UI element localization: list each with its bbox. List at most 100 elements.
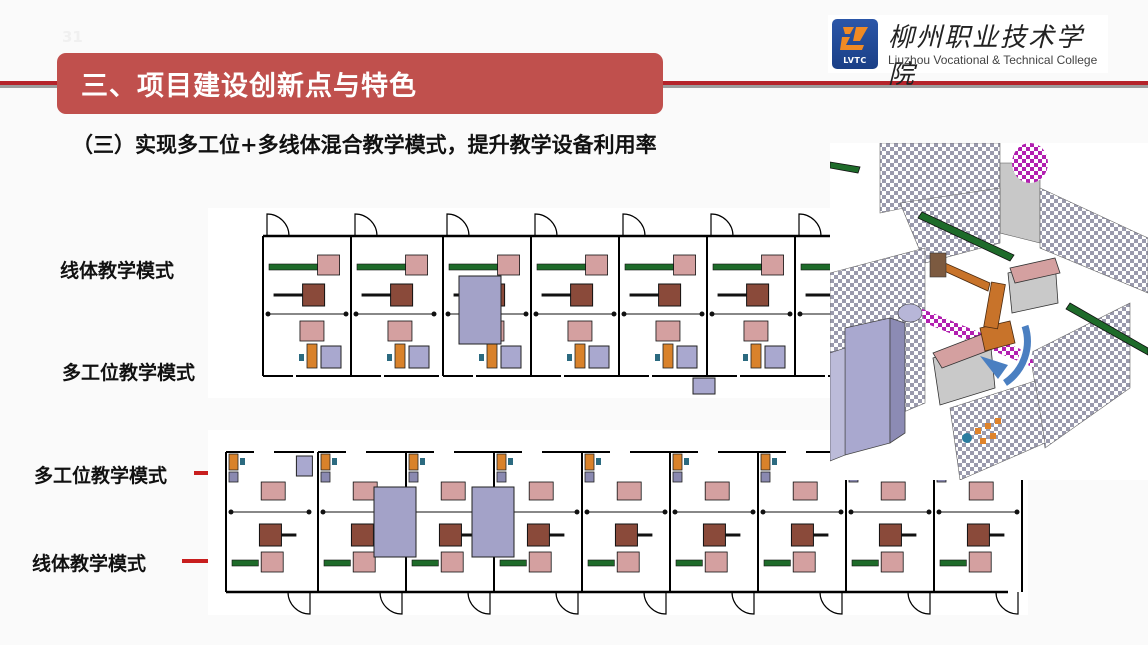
rail-end: [797, 311, 803, 317]
door-icon: [446, 213, 470, 237]
pendant-box: [760, 471, 771, 483]
robot-base: [258, 523, 282, 547]
control-cabinet-side: [889, 317, 906, 444]
workstation-table: [655, 320, 681, 342]
pendant-box: [584, 471, 595, 483]
cabinet: [408, 345, 430, 369]
door-icon: [798, 213, 822, 237]
robot-base: [390, 283, 414, 307]
isometric-workcell-view: [830, 143, 1148, 480]
rail-end: [621, 311, 627, 317]
rail-end: [265, 311, 271, 317]
workstation-table: [317, 254, 340, 276]
door-icon: [622, 213, 646, 237]
workstation-table: [299, 320, 325, 342]
workstation-table: [387, 320, 413, 342]
workstation-table: [497, 254, 520, 276]
workstation-table: [880, 481, 906, 501]
workstation-table: [616, 551, 640, 573]
workstation-table: [585, 254, 608, 276]
controller: [408, 453, 419, 471]
cabinet: [764, 345, 786, 369]
conveyor: [712, 263, 762, 271]
robot-base: [302, 283, 326, 307]
rail-end: [848, 509, 854, 515]
pendant: [508, 458, 513, 465]
section-header-bar: 三、项目建设创新点与特色: [57, 53, 663, 114]
lvtc-badge: LVTC: [832, 19, 878, 69]
cnc-machine: [458, 275, 502, 345]
conveyor: [917, 211, 1015, 262]
page-number: 31: [62, 28, 83, 46]
door-icon: [287, 591, 311, 615]
rail-end: [611, 311, 617, 317]
lvtc-mark-icon: [840, 27, 868, 50]
pendant-box: [228, 471, 239, 483]
conveyor: [323, 559, 351, 567]
conveyor: [268, 263, 318, 271]
controller: [760, 453, 771, 471]
workstation-table: [260, 551, 284, 573]
pendant: [684, 458, 689, 465]
door-icon: [710, 213, 734, 237]
workstation-table: [405, 254, 428, 276]
top-floor-plan-drawing: [262, 213, 832, 395]
conveyor: [587, 559, 615, 567]
workstation-table: [528, 551, 552, 573]
rotation-arrow-head: [980, 356, 1008, 379]
pendant: [420, 458, 425, 465]
top-floor-plan: [208, 208, 832, 398]
pendant: [567, 354, 572, 361]
rotation-arrow-icon: [1002, 324, 1031, 386]
cabinet: [692, 377, 716, 395]
cabinet: [676, 345, 698, 369]
conveyor: [356, 263, 406, 271]
rail-end: [228, 509, 234, 515]
rail-end: [523, 311, 529, 317]
controller: [394, 343, 406, 369]
pendant: [299, 354, 304, 361]
cabinet: [295, 455, 313, 477]
workbench-top: [1009, 257, 1061, 284]
door-icon: [467, 591, 491, 615]
workstation-table: [260, 481, 286, 501]
label-line-mode-top: 线体教学模式: [60, 260, 175, 282]
pendant: [743, 354, 748, 361]
rail-end: [709, 311, 715, 317]
cnc-machine: [373, 486, 417, 558]
rail-end: [533, 311, 539, 317]
workstation-table: [704, 481, 730, 501]
control-cabinet: [844, 317, 891, 456]
conveyor: [675, 559, 703, 567]
door-icon: [354, 213, 378, 237]
pendant-box: [320, 471, 331, 483]
conveyor: [830, 161, 861, 174]
rail-end: [672, 509, 678, 515]
pendant: [479, 354, 484, 361]
pendant: [240, 458, 245, 465]
workstation-table: [528, 481, 554, 501]
robot-base: [658, 283, 682, 307]
conveyor: [624, 263, 674, 271]
pendant-box: [496, 471, 507, 483]
pendant: [596, 458, 601, 465]
rail-end: [445, 311, 451, 317]
cabinet: [588, 345, 610, 369]
robot-base: [614, 523, 638, 547]
fence-panel: [1029, 302, 1131, 449]
label-multi-station-bottom: 多工位教学模式: [34, 465, 168, 487]
college-name-en: Liuzhou Vocational & Technical College: [888, 53, 1098, 67]
controller: [496, 453, 507, 471]
rail-end: [699, 311, 705, 317]
conveyor: [499, 559, 527, 567]
rail-end: [343, 311, 349, 317]
light-curtain: [1012, 143, 1048, 183]
rail-end: [926, 509, 932, 515]
conveyor: [536, 263, 586, 271]
door-icon: [643, 591, 667, 615]
rail-end: [306, 509, 312, 515]
cnc-machine: [471, 486, 515, 558]
conveyor: [411, 559, 439, 567]
pendant-box: [672, 471, 683, 483]
slide-subtitle: （三）实现多工位+多线体混合教学模式，提升教学设备利用率: [72, 132, 657, 157]
